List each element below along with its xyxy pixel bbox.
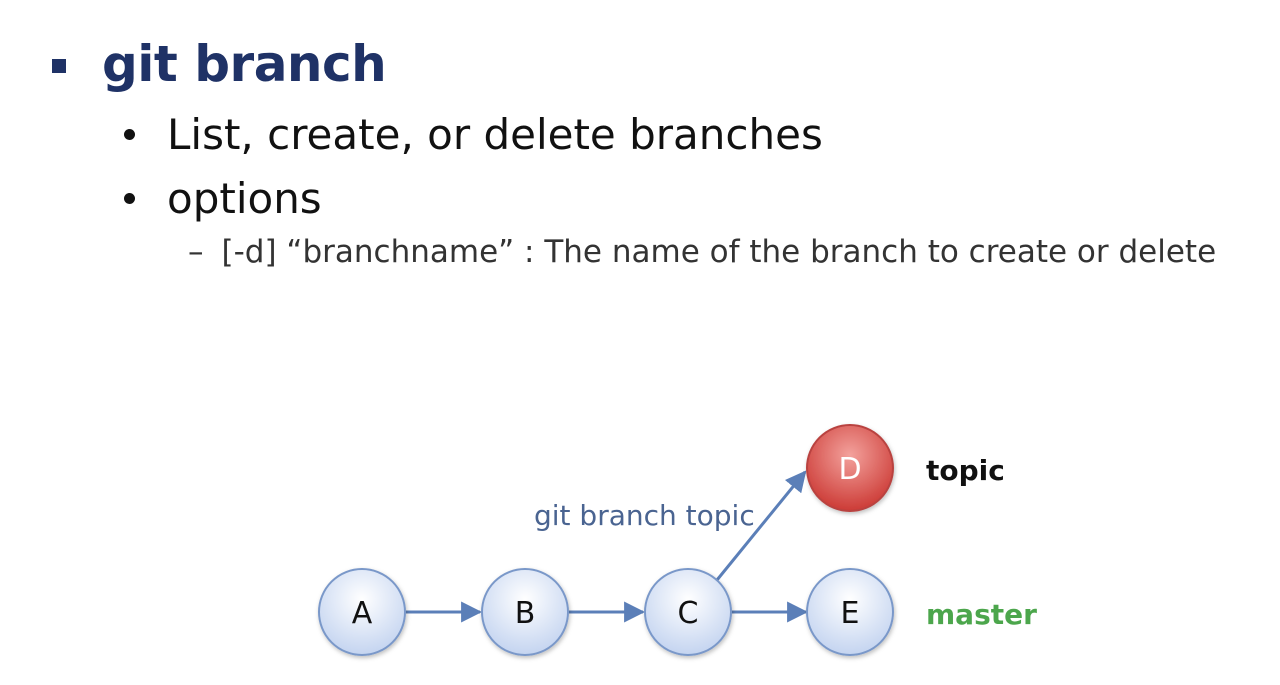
commit-label-c: C — [678, 596, 699, 631]
slide-title-row: git branch — [52, 24, 387, 104]
bullet-dot-icon — [124, 128, 135, 140]
commit-label-d: D — [838, 452, 861, 487]
commit-node-b: B — [481, 568, 569, 656]
bullet-item: List, create, or delete branches — [120, 104, 823, 164]
bullet-dot-icon — [124, 192, 135, 204]
commit-label-e: E — [841, 596, 860, 631]
sub-bullet-text: [-d] “branchname” : The name of the bran… — [221, 234, 1217, 270]
branch-label-master: master — [926, 598, 1037, 631]
commit-label-b: B — [515, 596, 536, 631]
bullet-item: options — [120, 168, 322, 228]
command-label: git branch topic — [534, 499, 755, 532]
commit-node-e: E — [806, 568, 894, 656]
commit-node-c: C — [644, 568, 732, 656]
branch-label-topic: topic — [926, 454, 1005, 487]
sub-bullet-item: – [-d] “branchname” : The name of the br… — [188, 226, 1216, 278]
square-bullet-icon — [52, 59, 66, 73]
commit-node-d: D — [806, 424, 894, 512]
commit-node-a: A — [318, 568, 406, 656]
commit-label-a: A — [352, 596, 373, 631]
slide-title: git branch — [102, 35, 387, 93]
bullet-text: options — [167, 173, 322, 223]
edge-c-d — [715, 470, 807, 581]
bullet-text: List, create, or delete branches — [167, 109, 823, 159]
sub-bullet-dash: – — [188, 234, 204, 270]
